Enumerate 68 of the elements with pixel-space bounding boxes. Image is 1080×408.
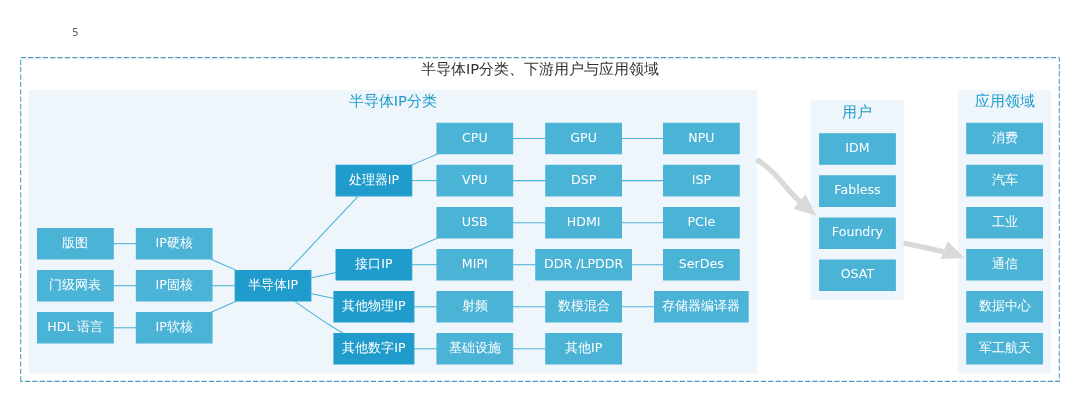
- node-box: 其他数字IP: [333, 333, 415, 365]
- connector: [410, 237, 439, 250]
- node-box: OSAT: [819, 259, 896, 291]
- connector: [112, 327, 137, 329]
- node-box: IP软核: [135, 312, 213, 344]
- node-box: HDMI: [545, 206, 622, 239]
- connector: [512, 138, 547, 140]
- connector: [512, 348, 547, 350]
- node-box: 门级网表: [37, 269, 114, 302]
- node-box: 存储器编译器: [654, 291, 749, 323]
- node-box: 其他物理IP: [333, 291, 415, 323]
- connector: [211, 285, 236, 287]
- node-box: VPU: [436, 164, 514, 197]
- connector: [621, 222, 664, 224]
- node-box: DDR /LPDDR: [535, 248, 632, 281]
- node-box: DSP: [545, 164, 622, 197]
- connector: [411, 180, 438, 182]
- node-box: USB: [436, 206, 514, 239]
- node-box: 工业: [966, 206, 1043, 239]
- arrow: [755, 157, 817, 216]
- connector: [209, 300, 238, 313]
- node-box: HDL 语言: [37, 312, 114, 344]
- node-box: MIPI: [436, 248, 514, 281]
- node-box: 射频: [436, 291, 514, 323]
- connector: [512, 264, 537, 266]
- node-box: Foundry: [819, 217, 896, 249]
- node-box: 军工航天: [966, 333, 1043, 365]
- connector: [410, 153, 439, 166]
- node-box: 接口IP: [335, 248, 413, 281]
- connector: [512, 306, 547, 308]
- node-box: CPU: [436, 122, 514, 155]
- connector: [411, 264, 438, 266]
- node-box: 版图: [37, 227, 114, 260]
- node-box: IP固核: [135, 269, 213, 302]
- node-box: 数模混合: [545, 291, 622, 323]
- node-box: 处理器IP: [335, 164, 413, 197]
- connector: [631, 264, 664, 266]
- connector: [621, 306, 655, 308]
- node-box: 其他IP: [545, 333, 622, 365]
- connector: [112, 243, 137, 245]
- connector: [512, 222, 547, 224]
- connector: [112, 285, 137, 287]
- node-box: 通信: [966, 248, 1043, 281]
- arrow: [903, 240, 965, 259]
- label: 5: [72, 26, 79, 39]
- connector: [310, 293, 335, 299]
- connector: [621, 138, 664, 140]
- node-box: GPU: [545, 122, 622, 155]
- node-box: Fabless: [819, 175, 896, 207]
- connector: [294, 300, 345, 335]
- node-box: IP硬核: [135, 227, 213, 260]
- connector: [310, 272, 337, 279]
- node-box: PCIe: [663, 206, 740, 239]
- connector: [413, 306, 438, 308]
- node-box: 半导体IP: [234, 269, 312, 302]
- node-box: ISP: [663, 164, 740, 197]
- node-box: SerDes: [663, 248, 740, 281]
- node-box: 数据中心: [966, 291, 1043, 323]
- node-box: 汽车: [966, 164, 1043, 197]
- connector: [288, 195, 359, 271]
- connector: [621, 180, 664, 182]
- node-box: 消费: [966, 122, 1043, 155]
- node-box: 基础设施: [436, 333, 514, 365]
- connector: [209, 258, 238, 271]
- node-box: NPU: [663, 122, 740, 155]
- node-box: IDM: [819, 133, 896, 165]
- connector: [512, 180, 547, 182]
- connector: [413, 348, 438, 350]
